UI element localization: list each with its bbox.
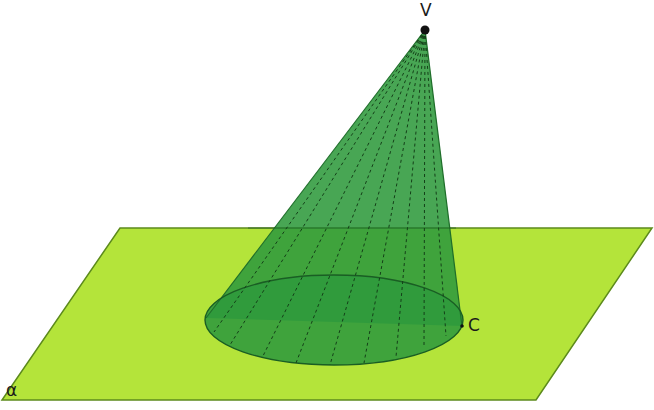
vertex-label: V: [420, 2, 432, 19]
point-label: C: [468, 317, 480, 334]
cone: [205, 30, 463, 365]
plane-label: α: [6, 382, 17, 399]
point-dot: [460, 324, 464, 328]
vertex-dot: [421, 26, 430, 35]
